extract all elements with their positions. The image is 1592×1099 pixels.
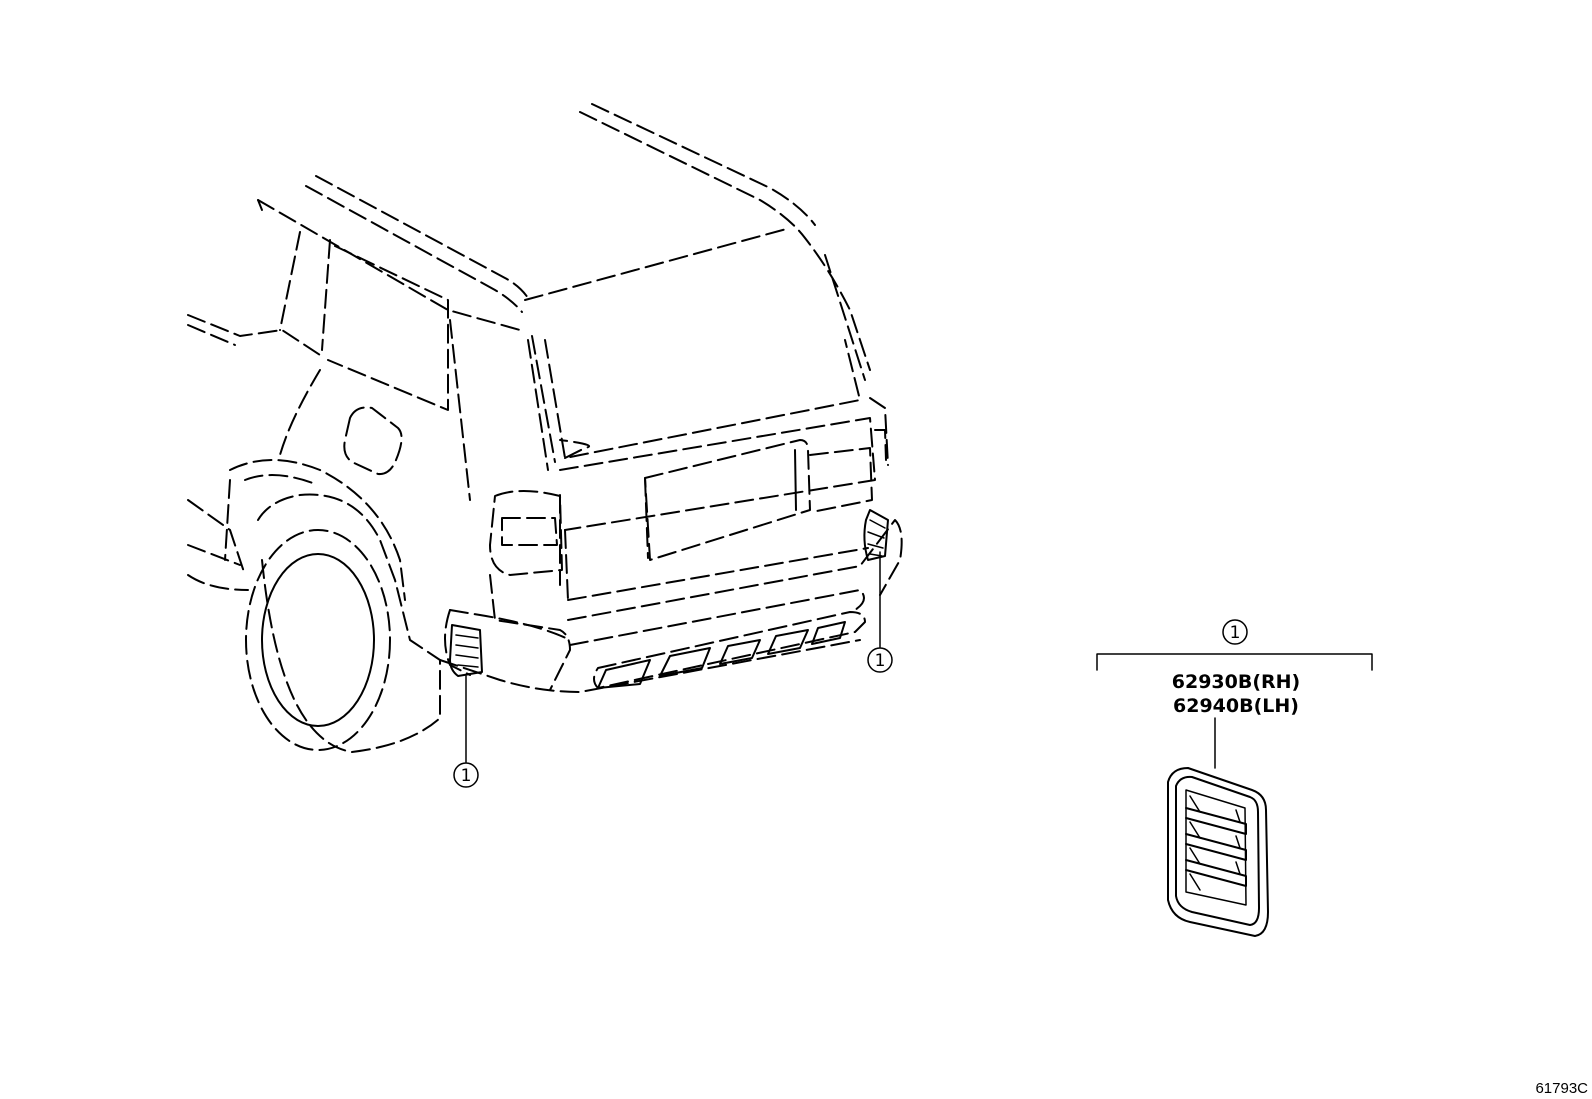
callout-number: 1 [875, 651, 886, 671]
vehicle-illustration [187, 103, 903, 763]
callout-number: 1 [461, 766, 472, 786]
callout-number: 1 [1230, 623, 1241, 643]
illustration-code: 61793C [1535, 1080, 1588, 1097]
callout-marker-left: 1 [453, 762, 479, 788]
part-bracket [1096, 653, 1373, 671]
part-number-rh: 62930B(RH) [1172, 671, 1300, 693]
callout-marker-right: 1 [867, 647, 893, 673]
callout-marker-detail: 1 [1222, 619, 1248, 645]
bumper-grille-part [1167, 767, 1269, 937]
bumper-grille-left [449, 624, 483, 677]
part-number-lh: 62940B(LH) [1173, 695, 1299, 717]
